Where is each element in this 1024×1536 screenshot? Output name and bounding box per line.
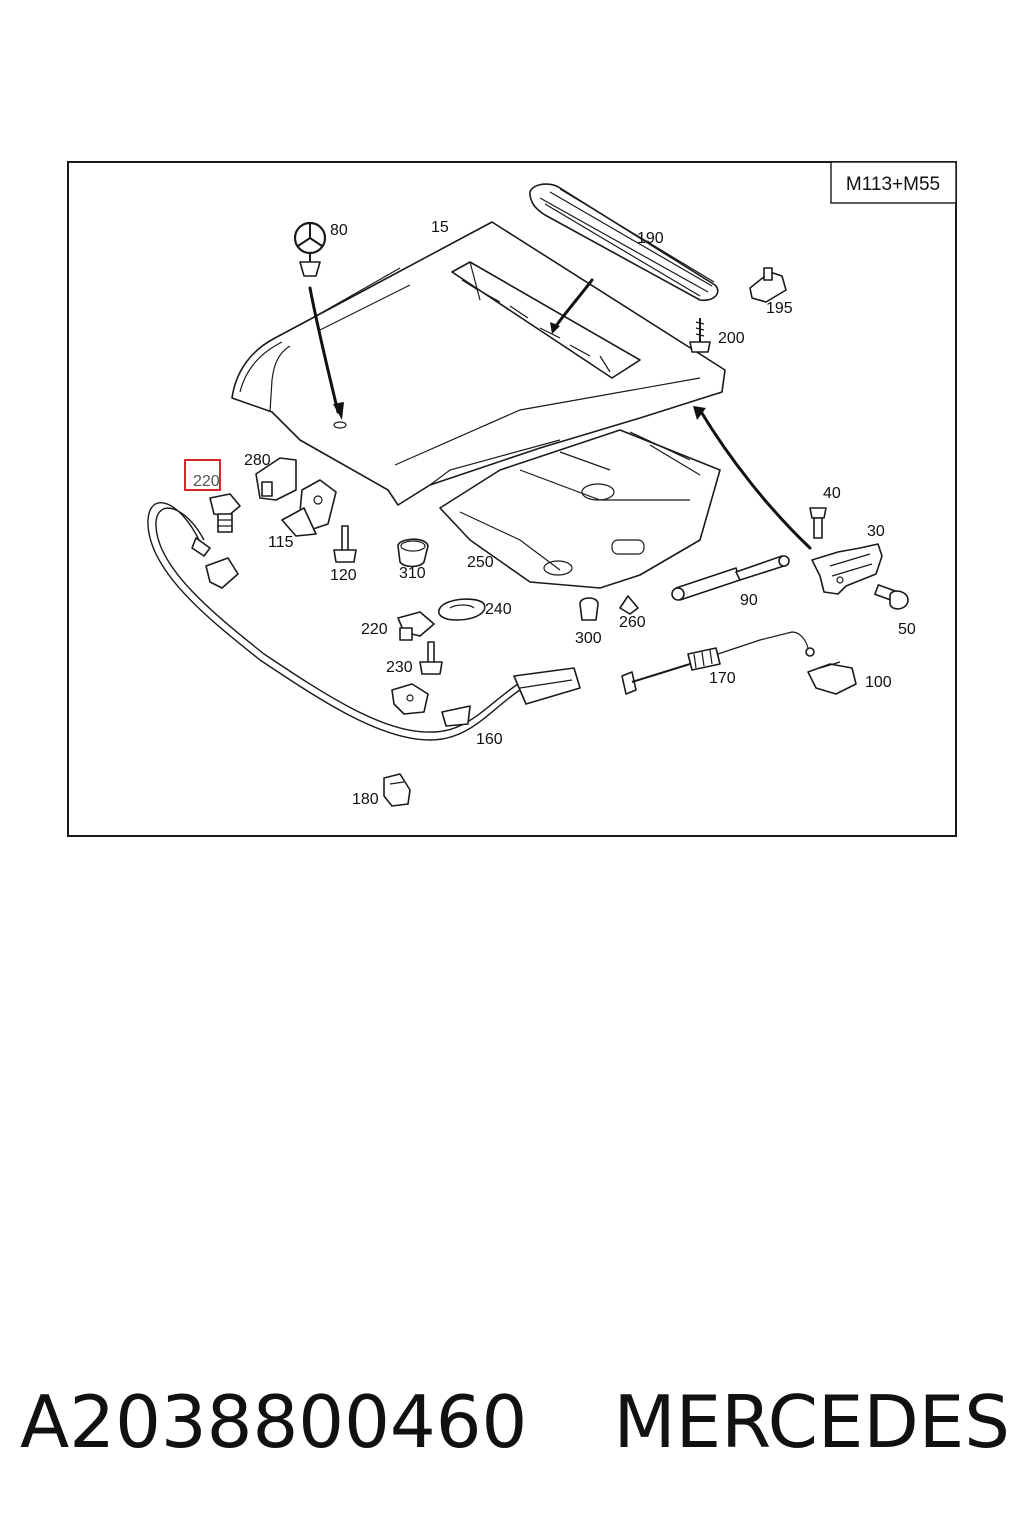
screw-part-200 — [689, 318, 711, 353]
callout-100: 100 — [865, 674, 892, 691]
arrow-head — [693, 406, 706, 420]
callout-240: 240 — [485, 601, 512, 618]
callout-300: 300 — [575, 630, 602, 647]
arrow-hinge-to-hood — [698, 408, 812, 550]
clip-part-300 — [579, 597, 599, 621]
footer-caption: A2038800460 MERCEDES — [20, 1372, 1010, 1472]
gas-strut-part-90 — [671, 555, 790, 601]
callout-250: 250 — [467, 554, 494, 571]
latch-part-lower — [391, 683, 429, 715]
highlight-box-220 — [184, 459, 221, 491]
callout-195: 195 — [766, 300, 793, 317]
handle-part-100 — [807, 661, 857, 695]
callout-310: 310 — [399, 565, 426, 582]
clip-part-260 — [619, 595, 639, 615]
model-code: M113+M55 — [846, 174, 940, 195]
callout-170: 170 — [709, 670, 736, 687]
clip-part-195 — [749, 267, 787, 303]
callout-50: 50 — [898, 621, 916, 638]
model-code-box — [830, 161, 957, 204]
hood-part-15 — [231, 221, 726, 506]
vent-grille-part-190 — [529, 183, 719, 302]
clip-part-180 — [383, 773, 411, 807]
hinge-part-30 — [811, 543, 883, 595]
release-handle-small — [205, 557, 239, 589]
bracket-part-280 — [255, 457, 297, 501]
callout-30: 30 — [867, 523, 885, 540]
parts-diagram: M113+M55 — [67, 161, 957, 837]
callout-260: 260 — [619, 614, 646, 631]
callout-15: 15 — [431, 219, 449, 236]
bolt-part-50 — [874, 584, 909, 610]
buffer-part-220-lower — [397, 611, 435, 641]
callout-90: 90 — [740, 592, 758, 609]
buffer-part-220-upper — [209, 493, 241, 533]
callout-280: 280 — [244, 452, 271, 469]
bolt-part-120 — [333, 525, 357, 563]
arrow-head — [333, 402, 344, 420]
release-rod-part-170 — [621, 631, 815, 695]
callout-180: 180 — [352, 791, 379, 808]
star-emblem-part-80 — [293, 221, 327, 277]
callout-40: 40 — [823, 485, 841, 502]
callout-190: 190 — [637, 230, 664, 247]
arrow-grille-to-hood — [554, 278, 594, 328]
callout-120: 120 — [330, 567, 357, 584]
callout-200: 200 — [718, 330, 745, 347]
callout-115: 115 — [268, 534, 294, 551]
seal-part-240 — [438, 598, 486, 621]
bolt-part-40 — [809, 507, 827, 539]
release-cable-part-160 — [147, 502, 581, 741]
callout-230: 230 — [386, 659, 413, 676]
arrow-head — [550, 322, 560, 334]
insulation-mat-part-250 — [439, 429, 721, 589]
diagram-frame — [67, 161, 957, 837]
callout-80: 80 — [330, 222, 348, 239]
callout-220-upper: 220 — [193, 473, 220, 490]
callout-220-lower: 220 — [361, 621, 388, 638]
part-number: A2038800460 — [20, 1380, 528, 1464]
lock-part-115 — [281, 479, 337, 537]
callout-160: 160 — [476, 731, 503, 748]
brand-name: MERCEDES — [613, 1380, 1010, 1464]
grommet-part-310 — [397, 538, 429, 568]
bolt-part-230 — [419, 641, 443, 675]
arrow-emblem-to-hood — [308, 286, 340, 414]
